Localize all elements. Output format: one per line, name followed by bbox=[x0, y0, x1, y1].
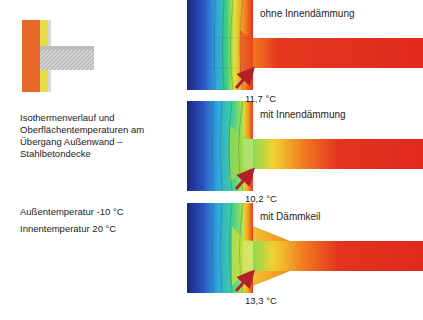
panel-label: mit Innendämmung bbox=[260, 108, 396, 122]
surface-temperature: 10,2 °C bbox=[245, 193, 305, 205]
temperature-note: Innentemperatur 20 °C bbox=[20, 223, 180, 235]
surface-temperature: 13,3 °C bbox=[245, 295, 305, 307]
panel-label-box: mit Dämmkeil bbox=[253, 208, 403, 226]
heatmap-panel bbox=[187, 101, 423, 191]
construction-icon bbox=[22, 20, 94, 92]
panel-label: ohne Innendämmung bbox=[260, 7, 396, 21]
panel-label-box: mit Innendämmung bbox=[253, 106, 403, 124]
panel-label-box: ohne Innendämmung bbox=[253, 5, 403, 23]
panel-label: mit Dämmkeil bbox=[260, 210, 396, 224]
heatmap-panel bbox=[187, 203, 423, 293]
heatmap-panel bbox=[187, 0, 423, 90]
surface-temperature: 11,7 °C bbox=[245, 93, 305, 105]
temperature-note: Außentemperatur -10 °C bbox=[20, 206, 180, 218]
caption-text: Isothermenverlauf und Oberflächentempera… bbox=[20, 112, 172, 160]
